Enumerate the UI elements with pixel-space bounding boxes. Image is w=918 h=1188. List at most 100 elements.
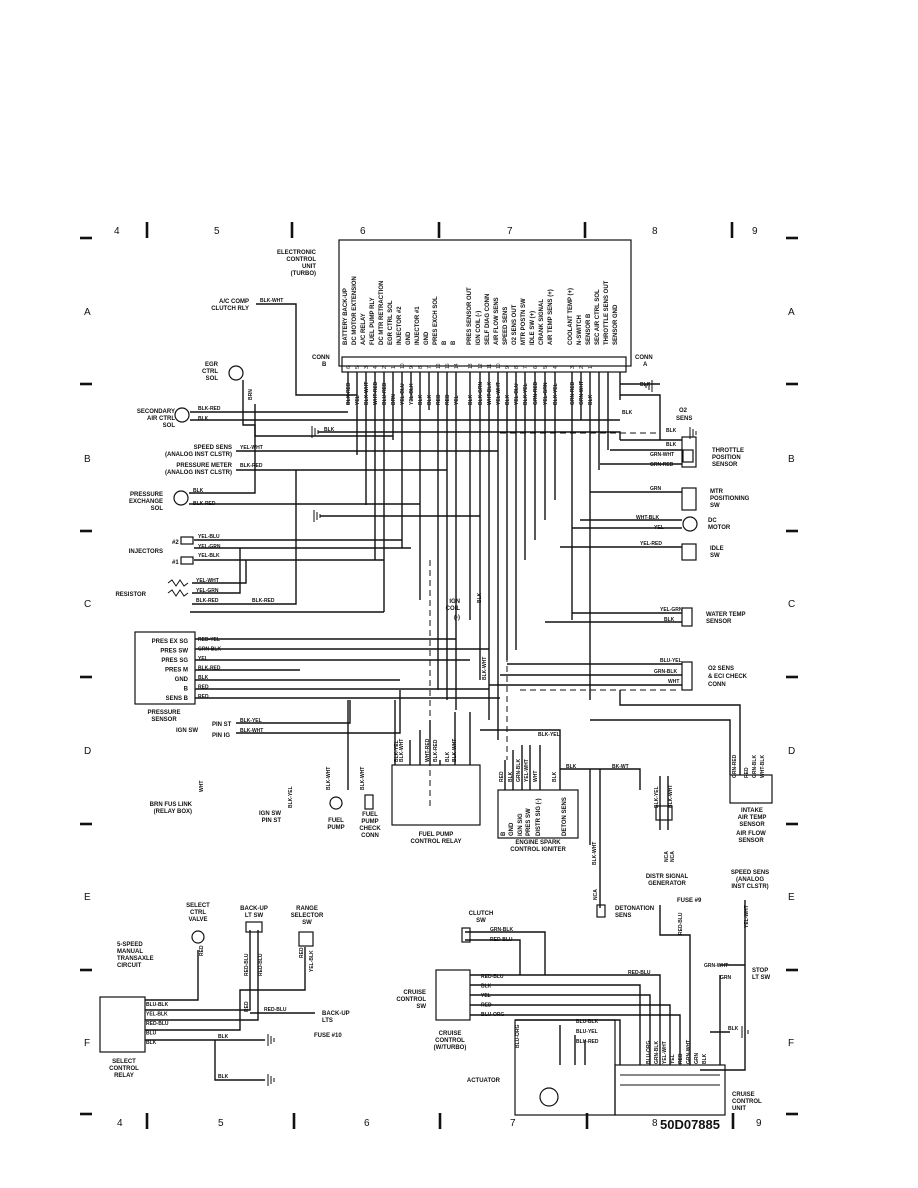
fp-check-conn-icon <box>364 794 374 810</box>
pres-sensor-wire-label: RED <box>198 694 209 700</box>
igniter-wire-label: BLK <box>552 771 558 782</box>
ign-coil-label-2: COIL <box>446 606 461 612</box>
ccu-label-3: UNIT <box>732 1106 746 1112</box>
deton-label-2: SENS <box>615 913 631 919</box>
backup-wire-1: RED-BLU <box>244 953 250 976</box>
injector-2-icon <box>180 536 194 545</box>
col-label-8b: 8 <box>652 1118 658 1129</box>
deton-sens-icon <box>596 904 606 918</box>
backup-sw-label-1: BACK-UP <box>240 906 268 912</box>
backup-sw-label-2: LT SW <box>245 913 264 919</box>
cruise-sw-pin-label: RED-BLU <box>481 974 504 980</box>
grid-bottom: 4 5 6 7 8 9 <box>117 1113 762 1129</box>
air-flow-label-2: SENSOR <box>738 838 764 844</box>
injectors-label: INJECTORS <box>129 549 163 555</box>
intake-label-2: AIR TEMP <box>738 815 767 821</box>
o2-check-wire-2: GRN-BLK <box>654 669 677 675</box>
throttle-label-3: SENSOR <box>712 462 738 468</box>
select-relay-pin-label: BLU-BLK <box>146 1002 169 1008</box>
ecu-wire-label: GRN-RED <box>533 381 539 405</box>
stop-wire-2: GRN <box>720 975 732 981</box>
trans-label-4: CIRCUIT <box>117 963 142 969</box>
inj-wire-3: YEL-BLK <box>198 553 220 559</box>
ecu-wire-label: BLU-RED <box>382 382 388 405</box>
ecu-wire-label: YEL-WHT <box>496 382 502 405</box>
distr-wire-label: BLK-WHT <box>592 842 598 865</box>
fp-relay-wire-label: WHT-RED <box>425 738 431 762</box>
clutch-wire-1: GRN-BLK <box>490 927 513 933</box>
air-flow-wire-label: WHT-BLK <box>760 755 766 778</box>
row-label-b: B <box>84 454 91 465</box>
ecu-function-label: THROTTLE SENS OUT <box>604 280 610 345</box>
ecu-pin-number: 7 <box>427 366 433 369</box>
pres-exch-wire-1: BLK <box>193 488 204 494</box>
range-sw-label-3: SW <box>302 920 312 926</box>
idle-sw-icon <box>681 543 697 561</box>
fp-check-label-4: CONN <box>361 833 379 839</box>
pres-sensor-pin-label: PRES SG <box>161 658 188 664</box>
ecu-wire-label: GRN-RED <box>570 381 576 405</box>
pres-exch-wire-2: BLK-RED <box>193 501 216 507</box>
clutch-label-1: CLUTCH <box>469 911 494 917</box>
igniter-pin-label: DISTR SIG (-) <box>536 798 542 836</box>
ecu-wire-label: BLK <box>418 394 424 405</box>
o2-check-label-2: & ECI CHECK <box>708 674 748 680</box>
center-labels: IGN COIL (-) BLK BLK-WHT FUEL PUMP BLK-W… <box>326 592 688 919</box>
range-sw-icon <box>298 931 314 947</box>
col-label-6b: 6 <box>364 1118 370 1129</box>
igniter-pin-label: PRES SW <box>526 808 532 836</box>
trans-label-1: 5-SPEED <box>117 942 143 948</box>
pres-meter-wire: BLK-RED <box>240 463 263 469</box>
igniter-label-1: ENGINE SPARK <box>515 840 561 846</box>
ecu-pin-number: 7 <box>523 366 529 369</box>
ecu: ELECTRONIC CONTROL UNIT (TURBO) CONN B C… <box>277 239 653 405</box>
ign-coil-wire-2: BLK-WHT <box>482 657 488 680</box>
ecu-box <box>338 239 632 367</box>
blk-label-1: BLK <box>218 1034 229 1040</box>
resistor-icon <box>167 579 189 597</box>
backup-lts-label-1: BACK-UP <box>322 1011 350 1017</box>
ecu-function-label: SENSOR GND <box>613 304 619 345</box>
igniter-pin-label: B <box>501 831 507 836</box>
fuel-pump-icon <box>329 796 343 810</box>
mtr-pos-wire: GRN <box>650 486 662 492</box>
row-label-d-r: D <box>788 746 795 757</box>
bk-wt-label: BK-WT <box>612 764 629 770</box>
fuse10-label: FUSE #10 <box>314 1033 342 1039</box>
range-sw-label-1: RANGE <box>296 906 318 912</box>
distr-wire-label: BLK-YEL <box>654 786 660 808</box>
fp-check-label-3: CHECK <box>359 826 381 832</box>
fp-relay-wire-label: BLK <box>445 751 451 762</box>
ccu-wire-label: BLU-ORG <box>646 1041 652 1064</box>
ecu-function-label: B <box>442 340 448 345</box>
ecu-pin-number: 10 <box>496 363 502 369</box>
ign-sw-pin-wire: BLK-YEL <box>288 786 294 808</box>
range-wire-1: RED <box>299 947 305 958</box>
ecu-wire-label: YEL <box>454 395 460 405</box>
ecu-function-label: O2 SENS OUT <box>512 304 518 345</box>
ecu-wire-label: BLK-YEL <box>523 383 529 405</box>
distr-wire-label: BLK-WHT <box>668 785 674 808</box>
pres-sensor-wire-label: RED <box>198 685 209 691</box>
igniter-wire-label: BLK <box>508 771 514 782</box>
ground-icon <box>313 510 321 522</box>
water-temp-icon <box>681 607 693 627</box>
idle-sw-label-1: IDLE <box>710 546 724 552</box>
distr-gen-icon <box>655 805 673 821</box>
speed-sens-wire: YEL-WHT <box>240 445 263 451</box>
throttle-wire-1: BLK <box>666 442 677 448</box>
pres-meter-sub: (ANALOG INST CLSTR) <box>165 470 232 476</box>
igniter-pin-label: IGN SIG <box>518 813 524 836</box>
pin-ig-wire: BLK-WHT <box>240 728 263 734</box>
drawing-code: 50D07885 <box>660 1117 720 1132</box>
fp-relay-wire-label: BLK-YEL <box>394 740 400 762</box>
o2-check-conn-icon <box>681 661 693 691</box>
o2-sens-label-2: SENS <box>676 416 692 422</box>
ground-icon <box>267 1034 275 1046</box>
row-label-d: D <box>84 746 91 757</box>
ccu-label-2: CONTROL <box>732 1099 762 1105</box>
ecu-function-label: B <box>451 340 457 345</box>
